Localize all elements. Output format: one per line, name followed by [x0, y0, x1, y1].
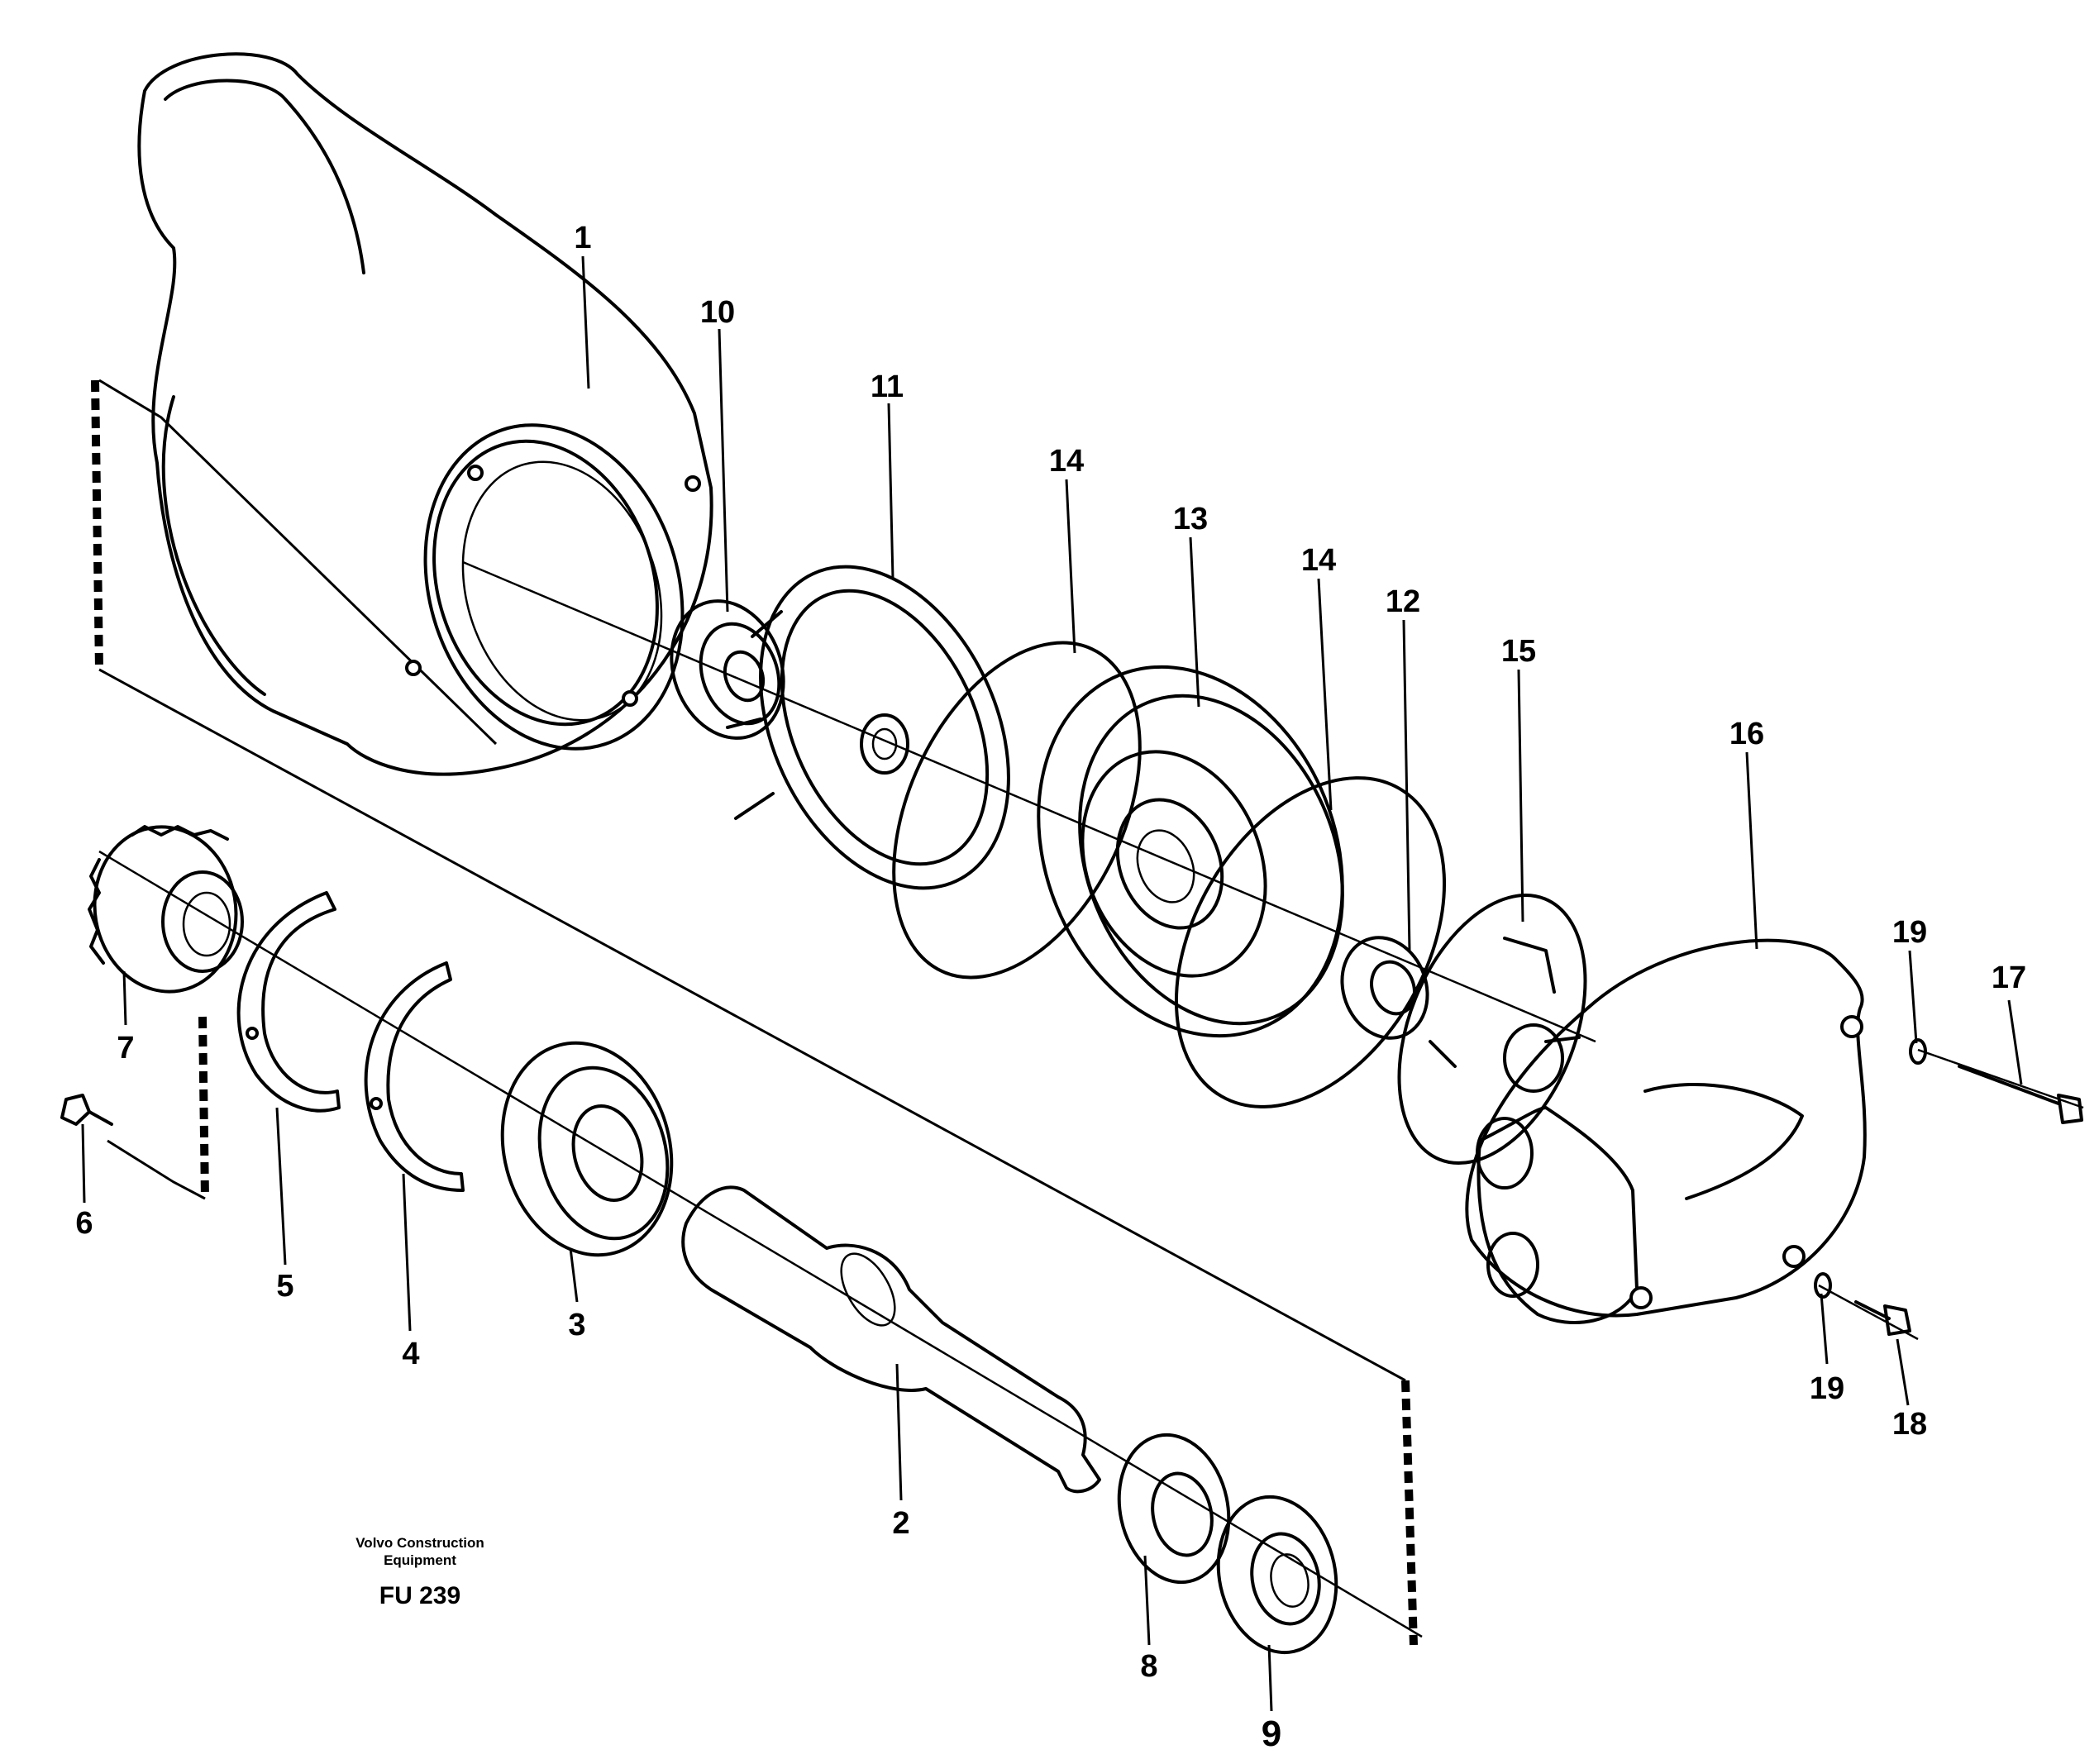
- figure-code: FU 239: [379, 1582, 460, 1609]
- callout-3: 3: [568, 1308, 585, 1342]
- callout-labels: 1 10 11 14 13 14 12 15 16 19 17 19 18 7 …: [75, 221, 2026, 1754]
- bolt-upper: [1909, 1038, 2083, 1124]
- callout-leaders: [81, 255, 2023, 1712]
- end-bearing: [1216, 1495, 1338, 1655]
- assembly-bracket: [91, 379, 1418, 1646]
- pump-cover: [726, 565, 1010, 890]
- outlet-cover: [1465, 938, 1867, 1324]
- bolt-lower: [1814, 1272, 1911, 1336]
- callout-10: 10: [700, 295, 735, 330]
- figure-caption: Volvo Construction Equipment FU 239: [355, 1535, 484, 1609]
- callout-6: 6: [75, 1206, 93, 1241]
- retaining-plate-5: [236, 891, 341, 1113]
- drive-gear: [88, 825, 244, 994]
- o-ring-right: [1174, 776, 1447, 1108]
- callout-17: 17: [1992, 961, 2026, 995]
- publisher-line-1: Volvo Construction: [355, 1535, 484, 1551]
- callout-19-lower: 19: [1810, 1371, 1844, 1406]
- retaining-plate-4: [364, 961, 465, 1192]
- callout-4: 4: [402, 1337, 419, 1371]
- bolt-small: [60, 1094, 113, 1126]
- callout-18: 18: [1892, 1407, 1927, 1442]
- callout-16: 16: [1729, 717, 1764, 751]
- callout-14-right: 14: [1301, 543, 1336, 578]
- impeller: [1397, 893, 1587, 1166]
- callout-12: 12: [1386, 584, 1420, 619]
- spacer-ring: [1117, 1433, 1231, 1585]
- callout-15: 15: [1501, 634, 1536, 669]
- assembly-axis: [98, 560, 2084, 1638]
- callout-1: 1: [574, 221, 591, 255]
- callout-11: 11: [871, 369, 904, 404]
- callout-9: 9: [1262, 1714, 1281, 1754]
- o-ring-left: [892, 641, 1142, 980]
- pump-shaft: [681, 1185, 1101, 1494]
- callout-14-left: 14: [1049, 444, 1084, 479]
- callout-5: 5: [276, 1269, 293, 1304]
- small-bearing-ring: [1340, 936, 1429, 1040]
- pump-housing: [137, 52, 713, 776]
- callout-13: 13: [1173, 502, 1208, 536]
- impeller-housing: [1037, 665, 1344, 1038]
- main-bearing: [500, 1041, 674, 1257]
- publisher-line-2: Equipment: [384, 1552, 456, 1568]
- callout-2: 2: [892, 1506, 909, 1541]
- callout-7: 7: [117, 1031, 134, 1066]
- callout-19-upper: 19: [1892, 915, 1927, 950]
- callout-8: 8: [1140, 1649, 1157, 1684]
